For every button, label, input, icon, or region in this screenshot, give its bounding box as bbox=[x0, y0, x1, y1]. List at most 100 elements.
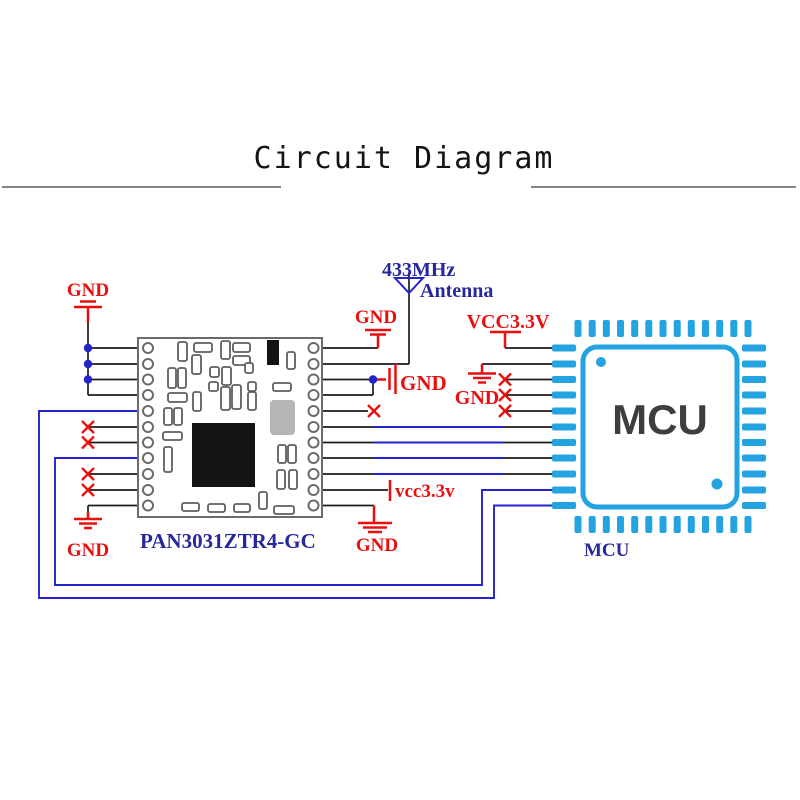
rect-shape bbox=[574, 320, 582, 337]
rect-shape bbox=[163, 407, 173, 426]
rect-shape bbox=[193, 342, 213, 353]
circle-shape bbox=[142, 484, 154, 496]
rect-shape bbox=[221, 366, 232, 386]
gnd-label-bottom-left: GND bbox=[67, 540, 109, 561]
rect-shape bbox=[742, 439, 766, 446]
rect-shape bbox=[220, 340, 231, 360]
rect-shape bbox=[702, 516, 709, 533]
rect-shape bbox=[181, 502, 200, 512]
rect-shape bbox=[730, 320, 738, 337]
circle-shape bbox=[142, 405, 154, 417]
rect-shape bbox=[552, 344, 576, 352]
wires-black bbox=[87, 272, 552, 512]
rect-shape bbox=[744, 320, 752, 337]
gnd-label-mcu: GND bbox=[455, 387, 499, 409]
gnd-label-bottom-mid: GND bbox=[356, 535, 398, 556]
rect-shape bbox=[167, 392, 188, 403]
rect-shape bbox=[659, 516, 667, 533]
rect-shape bbox=[687, 320, 695, 337]
antenna-label: Antenna bbox=[420, 280, 493, 302]
rect-shape bbox=[552, 439, 576, 446]
rect-shape bbox=[163, 446, 173, 473]
x-mark bbox=[81, 467, 95, 481]
rect-shape bbox=[552, 454, 576, 462]
rect-shape bbox=[742, 502, 766, 509]
rect-shape bbox=[192, 391, 202, 412]
rect-shape bbox=[552, 376, 576, 383]
mcu-body bbox=[580, 344, 740, 510]
rect-shape bbox=[220, 386, 231, 411]
rect-shape bbox=[552, 360, 576, 368]
rect-shape bbox=[617, 516, 624, 533]
divider-right bbox=[531, 186, 796, 188]
rect-shape bbox=[742, 470, 766, 478]
rect-shape bbox=[277, 444, 287, 464]
rect-shape bbox=[742, 407, 766, 415]
rect-shape bbox=[742, 423, 766, 431]
rect-shape bbox=[162, 431, 183, 441]
line-shape bbox=[81, 420, 95, 434]
rect-shape bbox=[574, 516, 582, 533]
rect-shape bbox=[645, 516, 653, 533]
module-pins bbox=[142, 342, 320, 512]
circle-shape bbox=[368, 375, 378, 384]
rect-shape bbox=[247, 391, 257, 411]
circle-shape bbox=[307, 373, 320, 386]
line-shape bbox=[367, 404, 381, 418]
line-shape bbox=[81, 467, 95, 481]
rect-shape bbox=[552, 470, 576, 478]
ground-symbol-bottom-mid bbox=[358, 505, 392, 534]
mcu-chip-text: MCU bbox=[612, 396, 708, 443]
module-chip-small bbox=[267, 340, 279, 365]
rect-shape bbox=[177, 341, 188, 362]
circle-shape bbox=[142, 421, 154, 433]
line-shape bbox=[498, 388, 512, 402]
rect-shape bbox=[552, 407, 576, 415]
rect-shape bbox=[209, 366, 220, 378]
rect-shape bbox=[177, 367, 187, 389]
rect-shape bbox=[191, 354, 202, 375]
rect-shape bbox=[173, 407, 183, 426]
circle-shape bbox=[142, 358, 154, 370]
mcu-chip: MCU bbox=[552, 320, 766, 533]
circle-shape bbox=[307, 358, 320, 370]
ground-capacitor-symbol bbox=[375, 364, 397, 394]
rect-shape bbox=[631, 320, 639, 337]
circle-shape bbox=[142, 342, 154, 354]
circle-shape bbox=[307, 405, 320, 417]
rect-shape bbox=[617, 320, 624, 337]
rect-shape bbox=[742, 486, 766, 494]
rect-shape bbox=[588, 320, 596, 337]
bus-wire-a bbox=[38, 410, 552, 599]
rect-shape bbox=[233, 503, 251, 513]
mcu-caption: MCU bbox=[584, 540, 630, 561]
vcc-tap-symbol bbox=[490, 330, 521, 348]
rect-shape bbox=[208, 381, 219, 392]
module-components bbox=[162, 340, 298, 515]
circle-shape bbox=[307, 436, 320, 449]
mcu-pins bbox=[552, 320, 766, 533]
module-name-label: PAN3031ZTR4-GC bbox=[140, 529, 316, 553]
circle-shape bbox=[142, 452, 154, 464]
circle-shape bbox=[142, 373, 154, 386]
module-shield-block bbox=[270, 400, 295, 435]
rect-shape bbox=[273, 505, 295, 515]
gnd-label-module-right: GND bbox=[355, 307, 397, 328]
rect-shape bbox=[552, 502, 576, 509]
rect-shape bbox=[602, 516, 610, 533]
rect-shape bbox=[272, 382, 292, 392]
wires-blue bbox=[38, 410, 552, 599]
antenna-freq-label: 433MHz bbox=[382, 259, 455, 281]
circle-shape bbox=[142, 468, 154, 480]
module-main-ic bbox=[192, 423, 255, 487]
rect-shape bbox=[602, 320, 610, 337]
rect-shape bbox=[673, 320, 681, 337]
circle-shape bbox=[307, 468, 320, 480]
rect-shape bbox=[167, 367, 177, 389]
x-mark bbox=[81, 435, 95, 450]
rect-shape bbox=[744, 516, 752, 533]
rect-shape bbox=[286, 351, 296, 370]
rect-shape bbox=[276, 469, 286, 490]
